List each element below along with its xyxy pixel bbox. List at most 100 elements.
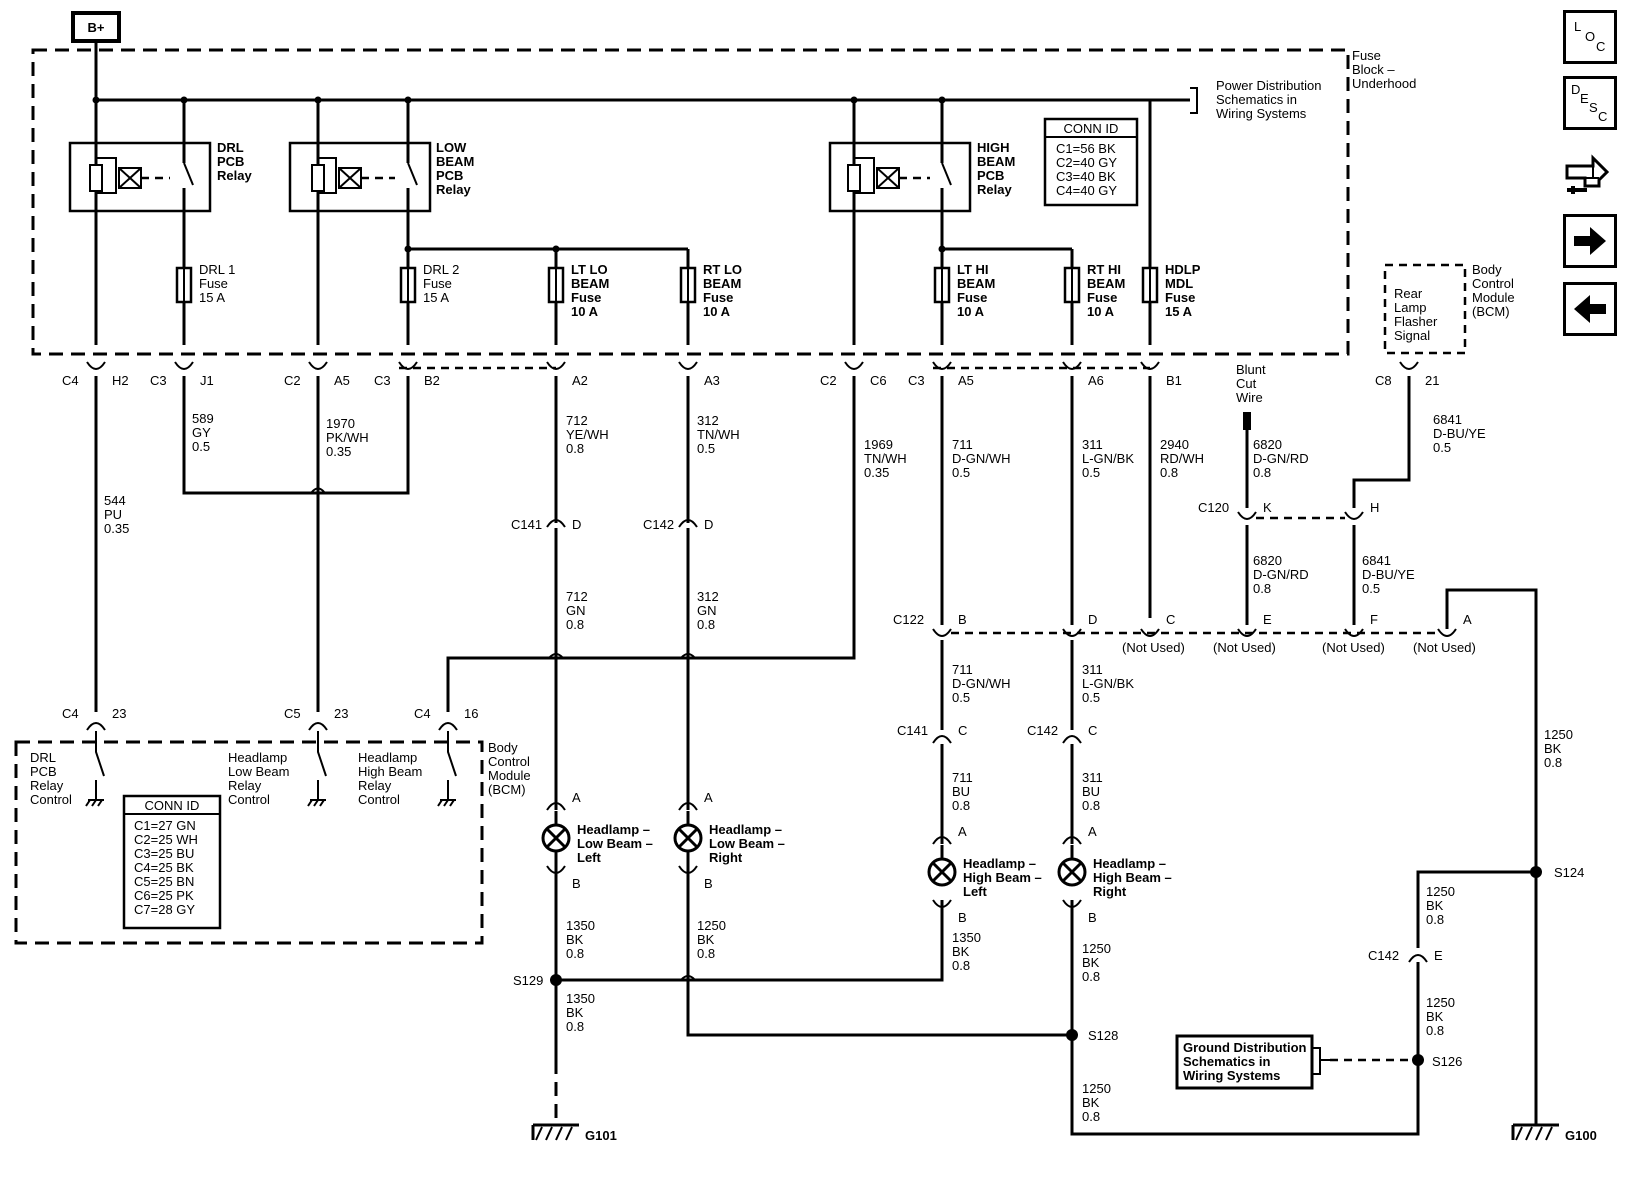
- wire-1250-right-feed: [1445, 588, 1538, 1125]
- c122-connector: C122 B D C E F A (Not Used) (Not Used) (…: [893, 612, 1476, 655]
- svg-text:F: F: [1370, 612, 1378, 627]
- svg-text:CONN ID: CONN ID: [145, 798, 200, 813]
- bcm-bottom-connectors: C4 23 C5 23 C4 16: [62, 706, 478, 731]
- svg-text:C141: C141: [897, 723, 928, 738]
- ground-crossover: [680, 975, 696, 981]
- connector-icon: [1565, 154, 1610, 194]
- c120-connector: C120 K H: [1198, 500, 1379, 520]
- svg-text:C1=27 GN C2=25 WH: C1=27 GN C2=25 WH C3=25 BU C4=25 BK C5=2…: [134, 818, 202, 917]
- c142-connector-right: C142 E: [1368, 948, 1443, 963]
- arrow-left-icon: [1574, 295, 1606, 323]
- svg-text:Headlamp –Low Beam –Right: Headlamp –Low Beam –Right: [709, 822, 785, 865]
- fuse-block-boundary: [31, 48, 1350, 356]
- svg-text:(Not Used): (Not Used): [1213, 640, 1276, 655]
- svg-text:C142: C142: [1027, 723, 1058, 738]
- headlamp-low-beam-right: A B Headlamp –Low Beam –Right: [673, 790, 785, 891]
- svg-text:(Not Used): (Not Used): [1413, 640, 1476, 655]
- ground-g101-label: G101: [585, 1128, 617, 1143]
- svg-text:16: 16: [464, 706, 478, 721]
- svg-text:23: 23: [334, 706, 348, 721]
- wire-crossover: [310, 487, 326, 494]
- wire-1250-s124-to-c142: [1416, 870, 1536, 948]
- battery-positive-label: B+: [88, 20, 105, 35]
- svg-text:Headlamp –Low Beam –Left: Headlamp –Low Beam –Left: [577, 822, 653, 865]
- wire-6841-upper: [1352, 376, 1411, 508]
- svg-text:C4: C4: [62, 706, 79, 721]
- svg-text:C: C: [1166, 612, 1175, 627]
- fuse-block-connector-symbols: [86, 361, 1419, 370]
- wire-589-loop: [182, 376, 410, 495]
- c142-connector-top: C142 D: [643, 517, 713, 532]
- splice-s124-label: S124: [1554, 865, 1584, 880]
- bcm-low-side-drivers: [85, 731, 457, 807]
- svg-text:D: D: [1571, 82, 1580, 97]
- svg-text:S: S: [1589, 100, 1598, 115]
- ground-wire-s128-to-s126: [1070, 900, 1420, 1136]
- power-distribution-bracket: [1155, 87, 1198, 114]
- svg-text:L: L: [1574, 19, 1581, 34]
- fuse-block-label: Fuse Block – Underhood: [1352, 48, 1416, 91]
- svg-text:CONN ID: CONN ID: [1064, 121, 1119, 136]
- description-button[interactable]: D E S C: [1563, 76, 1617, 130]
- svg-text:A: A: [704, 790, 713, 805]
- svg-text:C142: C142: [1368, 948, 1399, 963]
- splice-s126-label: S126: [1432, 1054, 1462, 1069]
- svg-text:C: C: [1088, 723, 1097, 738]
- ground-wire-lr-to-s128: [686, 866, 1072, 1037]
- fuse-symbols: [175, 266, 1159, 304]
- svg-text:C142: C142: [643, 517, 674, 532]
- location-button[interactable]: L O C: [1563, 10, 1617, 64]
- connector-view-button[interactable]: [1563, 148, 1617, 202]
- svg-text:Headlamp –High Beam –Right: Headlamp –High Beam –Right: [1093, 856, 1172, 899]
- headlamp-low-beam-left: A B Headlamp –Low Beam –Left: [541, 790, 653, 891]
- conn-id-table-bcm: CONN ID C1=27 GN C2=25 WH C3=25 BU C4=25…: [122, 794, 222, 930]
- svg-text:C122: C122: [893, 612, 924, 627]
- svg-text:C: C: [1596, 39, 1605, 54]
- ground-g101-symbol: [531, 1123, 579, 1141]
- wire-1969: [446, 376, 856, 712]
- ground-distribution-reference-box: [1175, 1034, 1314, 1090]
- svg-text:E: E: [1263, 612, 1272, 627]
- previous-button[interactable]: [1563, 282, 1617, 336]
- svg-text:C4: C4: [414, 706, 431, 721]
- splice-s128-label: S128: [1088, 1028, 1118, 1043]
- wire-1969-crossovers: [548, 653, 696, 659]
- svg-text:C: C: [958, 723, 967, 738]
- svg-text:K: K: [1263, 500, 1272, 515]
- next-button[interactable]: [1563, 214, 1617, 268]
- conn-id-table-fuse-block: CONN ID C1=56 BK C2=40 GY C3=40 BK C4=40…: [1043, 117, 1139, 207]
- svg-text:B: B: [1088, 910, 1097, 925]
- c142-connector-mid: C142 C: [1027, 723, 1097, 744]
- svg-text:A: A: [1463, 612, 1472, 627]
- arrow-right-icon: [1574, 227, 1606, 255]
